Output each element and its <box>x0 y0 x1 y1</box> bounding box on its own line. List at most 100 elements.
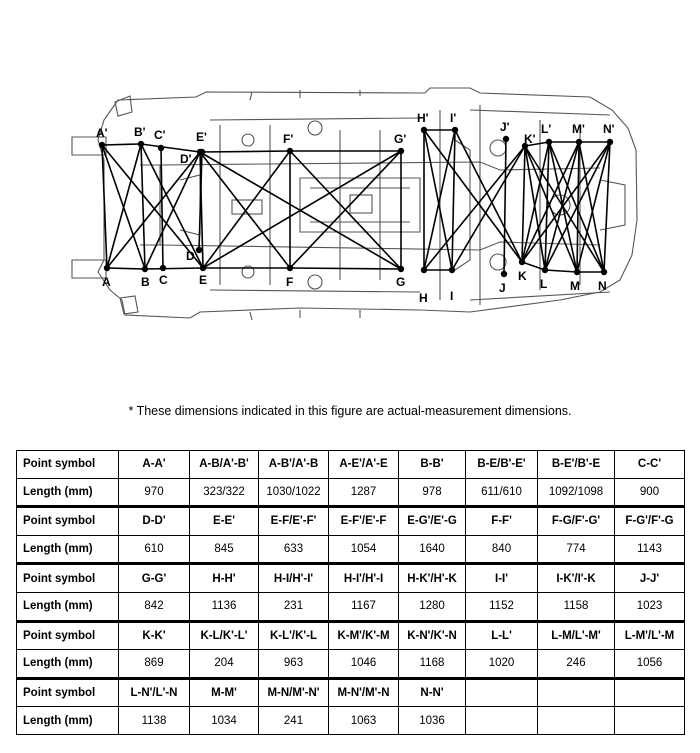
point-symbol-cell: K-N'/K'-N <box>398 619 466 651</box>
point-symbol-cell: D-D' <box>118 505 190 536</box>
measurement-line <box>524 145 605 273</box>
measurement-line <box>199 150 291 153</box>
measurement-point-top <box>286 147 294 155</box>
measurement-line <box>503 138 507 275</box>
length-cell: 1036 <box>398 706 466 735</box>
point-label: E' <box>196 130 207 144</box>
measurement-point-top <box>420 126 428 134</box>
length-cell: 1158 <box>537 591 615 622</box>
measurement-point-bottom <box>573 268 581 276</box>
length-cell: 246 <box>537 649 615 679</box>
point-symbol-cell: B-E'/B'-E <box>537 450 615 479</box>
point-symbol-cell: G-G' <box>118 562 190 593</box>
measurement-point-top <box>545 138 553 146</box>
point-symbol-cell: M-N/M'-N' <box>258 676 329 708</box>
point-symbol-cell: H-K'/H'-K <box>398 562 466 593</box>
measurement-point-bottom <box>448 266 456 274</box>
point-label: H <box>419 291 428 305</box>
length-cell: 869 <box>118 649 190 679</box>
measurement-line <box>106 267 146 270</box>
measurement-line <box>199 151 291 269</box>
measurement-point-top <box>196 148 204 156</box>
length-cell: 978 <box>398 477 466 508</box>
point-symbol-cell: K-K' <box>118 619 190 651</box>
point-symbol-cell <box>614 676 685 708</box>
measurement-line <box>140 143 204 269</box>
length-cell: 231 <box>258 591 329 622</box>
measurement-line <box>144 151 201 270</box>
point-label: F' <box>283 132 293 146</box>
measurement-point-top <box>521 142 529 150</box>
point-symbol-cell: L-L' <box>465 619 538 651</box>
point-symbol-cell: A-B'/A'-B <box>258 450 329 479</box>
length-cell: 1030/1022 <box>258 477 329 508</box>
measurement-point-top <box>502 135 510 143</box>
measurement-line <box>101 143 142 146</box>
measurement-point-bottom <box>397 265 405 273</box>
measurement-line <box>524 145 578 273</box>
length-cell: 1280 <box>398 591 466 622</box>
length-cell: 845 <box>189 534 259 565</box>
measurement-line <box>521 261 546 271</box>
length-label: Length (mm) <box>16 649 119 679</box>
measurement-point-bottom <box>420 266 428 274</box>
point-symbol-cell: L-M/L'-M' <box>537 619 615 651</box>
point-symbol-label: Point symbol <box>16 450 119 479</box>
measurement-line <box>521 145 526 263</box>
measurement-point-bottom <box>286 264 294 272</box>
measurement-line <box>576 141 611 273</box>
measurement-note: * These dimensions indicated in this fig… <box>128 404 572 418</box>
point-symbol-cell: A-E'/A'-E <box>328 450 399 479</box>
measurement-point-top <box>98 141 106 149</box>
point-symbol-cell: E-F'/E'-F <box>328 505 399 536</box>
point-label: C <box>159 273 168 287</box>
point-symbol-cell: F-F' <box>465 505 538 536</box>
point-label: K <box>518 269 527 283</box>
measurement-line <box>140 143 201 153</box>
measurement-line <box>101 144 146 270</box>
length-cell: 633 <box>258 534 329 565</box>
measurement-line <box>423 129 453 271</box>
point-label: B' <box>134 125 146 139</box>
point-symbol-cell: E-F/E'-F' <box>258 505 329 536</box>
point-symbol-cell: A-A' <box>118 450 190 479</box>
point-symbol-cell: F-G'/F'-G <box>614 505 685 536</box>
point-symbol-cell: N-N' <box>398 676 466 708</box>
measurement-line <box>160 147 164 269</box>
length-cell: 1138 <box>118 706 190 735</box>
point-label: B <box>141 275 150 289</box>
length-cell: 1143 <box>614 534 685 565</box>
length-cell: 1136 <box>189 591 259 622</box>
length-label: Length (mm) <box>16 706 119 735</box>
measurement-line <box>548 141 605 273</box>
measurement-line <box>524 141 550 147</box>
point-symbol-cell: E-G'/E'-G <box>398 505 466 536</box>
point-symbol-cell: B-B' <box>398 450 466 479</box>
measurement-line <box>202 150 402 269</box>
length-cell: 1640 <box>398 534 466 565</box>
length-cell: 970 <box>118 477 190 508</box>
measurement-point-bottom <box>141 265 149 273</box>
point-label: N' <box>603 122 615 136</box>
length-cell: 1023 <box>614 591 685 622</box>
measurement-line <box>548 141 578 273</box>
length-cell: 1046 <box>328 649 399 679</box>
measurement-line <box>202 150 291 269</box>
measurement-line <box>578 141 605 273</box>
point-symbol-cell <box>537 676 615 708</box>
point-label: M' <box>572 122 585 136</box>
point-symbol-cell: H-H' <box>189 562 259 593</box>
point-symbol-cell: K-L/K'-L' <box>189 619 259 651</box>
length-cell: 1034 <box>189 706 259 735</box>
point-label: M <box>570 279 580 293</box>
length-label: Length (mm) <box>16 591 119 622</box>
point-label: J <box>499 281 506 295</box>
length-label: Length (mm) <box>16 534 119 565</box>
measurement-line <box>101 144 108 269</box>
measurement-line <box>454 129 523 263</box>
